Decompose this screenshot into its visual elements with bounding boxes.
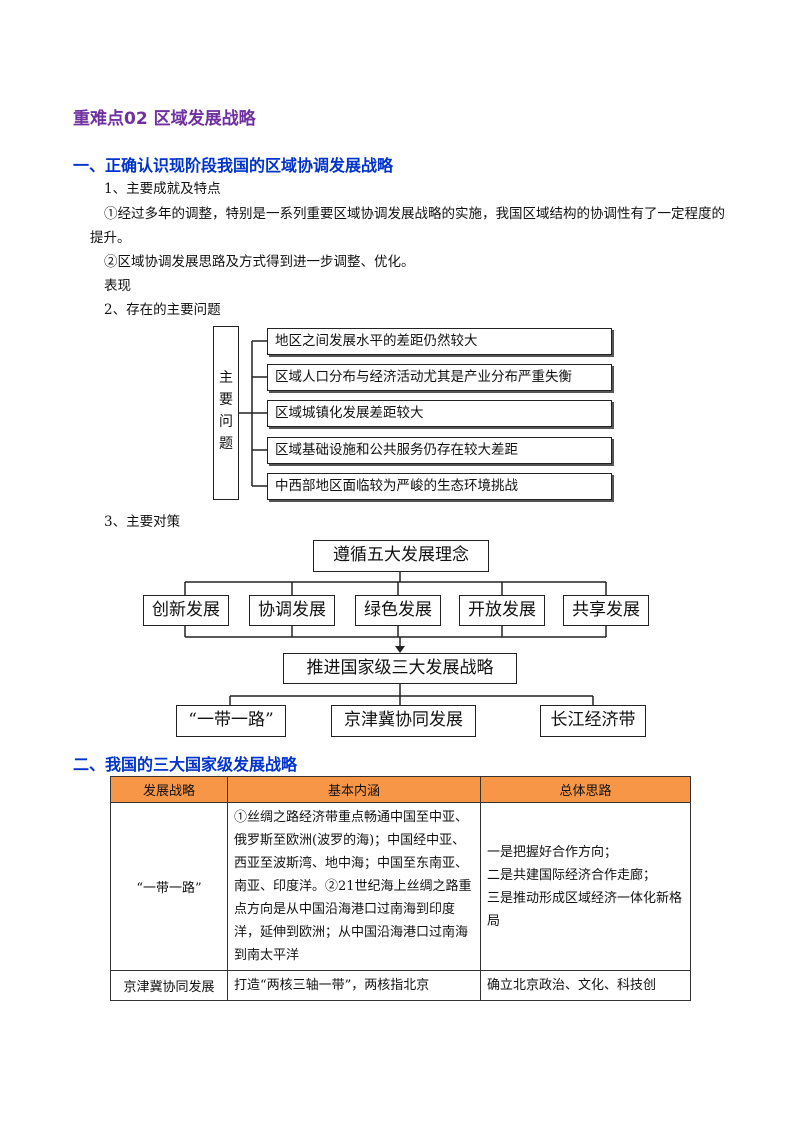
idea-line: 二是共建国际经济合作走廊； [487,867,657,883]
concept-box: 共享发展 [563,595,649,626]
flow-top-box: 遵循五大发展理念 [313,540,489,572]
main-problems-char: 要 [219,392,233,408]
section1-heading: 一、正确认识现阶段我国的区域协调发展战略 [73,156,394,175]
table-header: 总体思路 [480,776,691,803]
paragraph-optimization: ②区域协调发展思路及方式得到进一步调整、优化。 [104,254,415,270]
strategy-box: 京津冀协同发展 [331,705,476,737]
idea-line: 一是把握好合作方向； [487,844,618,860]
problems-connector [238,340,268,487]
problem-item: 区域人口分布与经济活动尤其是产业分布严重失衡 [267,364,612,391]
strategy-idea: 确立北京政治、文化、科技创 [480,970,691,1001]
flow-middle-box: 推进国家级三大发展战略 [283,653,517,684]
subheading-problems: 2、存在的主要问题 [104,302,221,318]
page-title: 重难点02 区域发展战略 [73,109,256,129]
problem-item: 地区之间发展水平的差距仍然较大 [267,328,612,355]
table-row: “一带一路” ①丝绸之路经济带重点畅通中国至中亚、俄罗斯至欧洲(波罗的海)；中国… [110,802,691,971]
problem-item: 中西部地区面临较为严峻的生态环境挑战 [267,473,612,500]
strategy-idea: 一是把握好合作方向； 二是共建国际经济合作走廊； 三是推动形成区域经济一体化新格… [480,802,691,971]
concept-box: 开放发展 [459,595,545,626]
main-problems-char: 主 [219,370,233,386]
strategies-table: 发展战略 基本内涵 总体思路 “一带一路” ①丝绸之路经济带重点畅通中国至中亚、… [110,776,691,1001]
table-header: 基本内涵 [227,776,481,803]
strategy-box: 长江经济带 [540,705,646,737]
strategy-content: 打造“两核三轴一带”，两核指北京 [227,970,481,1001]
idea-line: 三是推动形成区域经济一体化新格局 [487,890,683,929]
strategy-box: “一带一路” [176,705,286,737]
concept-box: 创新发展 [143,595,229,626]
paragraph-adjustment: ①经过多年的调整，特别是一系列重要区域协调发展战略的实施，我国区域结构的协调性有… [90,206,725,246]
table-header: 发展战略 [110,776,228,803]
concept-box: 绿色发展 [355,595,441,626]
main-problems-char: 问 [219,414,233,430]
concept-box: 协调发展 [249,595,335,626]
strategy-content: ①丝绸之路经济带重点畅通中国至中亚、俄罗斯至欧洲(波罗的海)；中国经中亚、西亚至… [227,802,481,971]
table-header-row: 发展战略 基本内涵 总体思路 [110,776,691,803]
section2-heading: 二、我国的三大国家级发展战略 [73,755,298,774]
problem-item: 区域基础设施和公共服务仍存在较大差距 [267,437,612,464]
label-performance: 表现 [104,278,131,294]
table-row: 京津冀协同发展 打造“两核三轴一带”，两核指北京 确立北京政治、文化、科技创 [110,970,691,1001]
strategy-name: “一带一路” [110,802,228,971]
subheading-achievements: 1、主要成就及特点 [104,181,221,197]
flow-connectors [184,572,607,705]
main-problems-char: 题 [219,436,233,452]
problem-item: 区域城镇化发展差距较大 [267,400,612,427]
strategy-name: 京津冀协同发展 [110,970,228,1001]
subheading-countermeasures: 3、主要对策 [104,514,181,530]
